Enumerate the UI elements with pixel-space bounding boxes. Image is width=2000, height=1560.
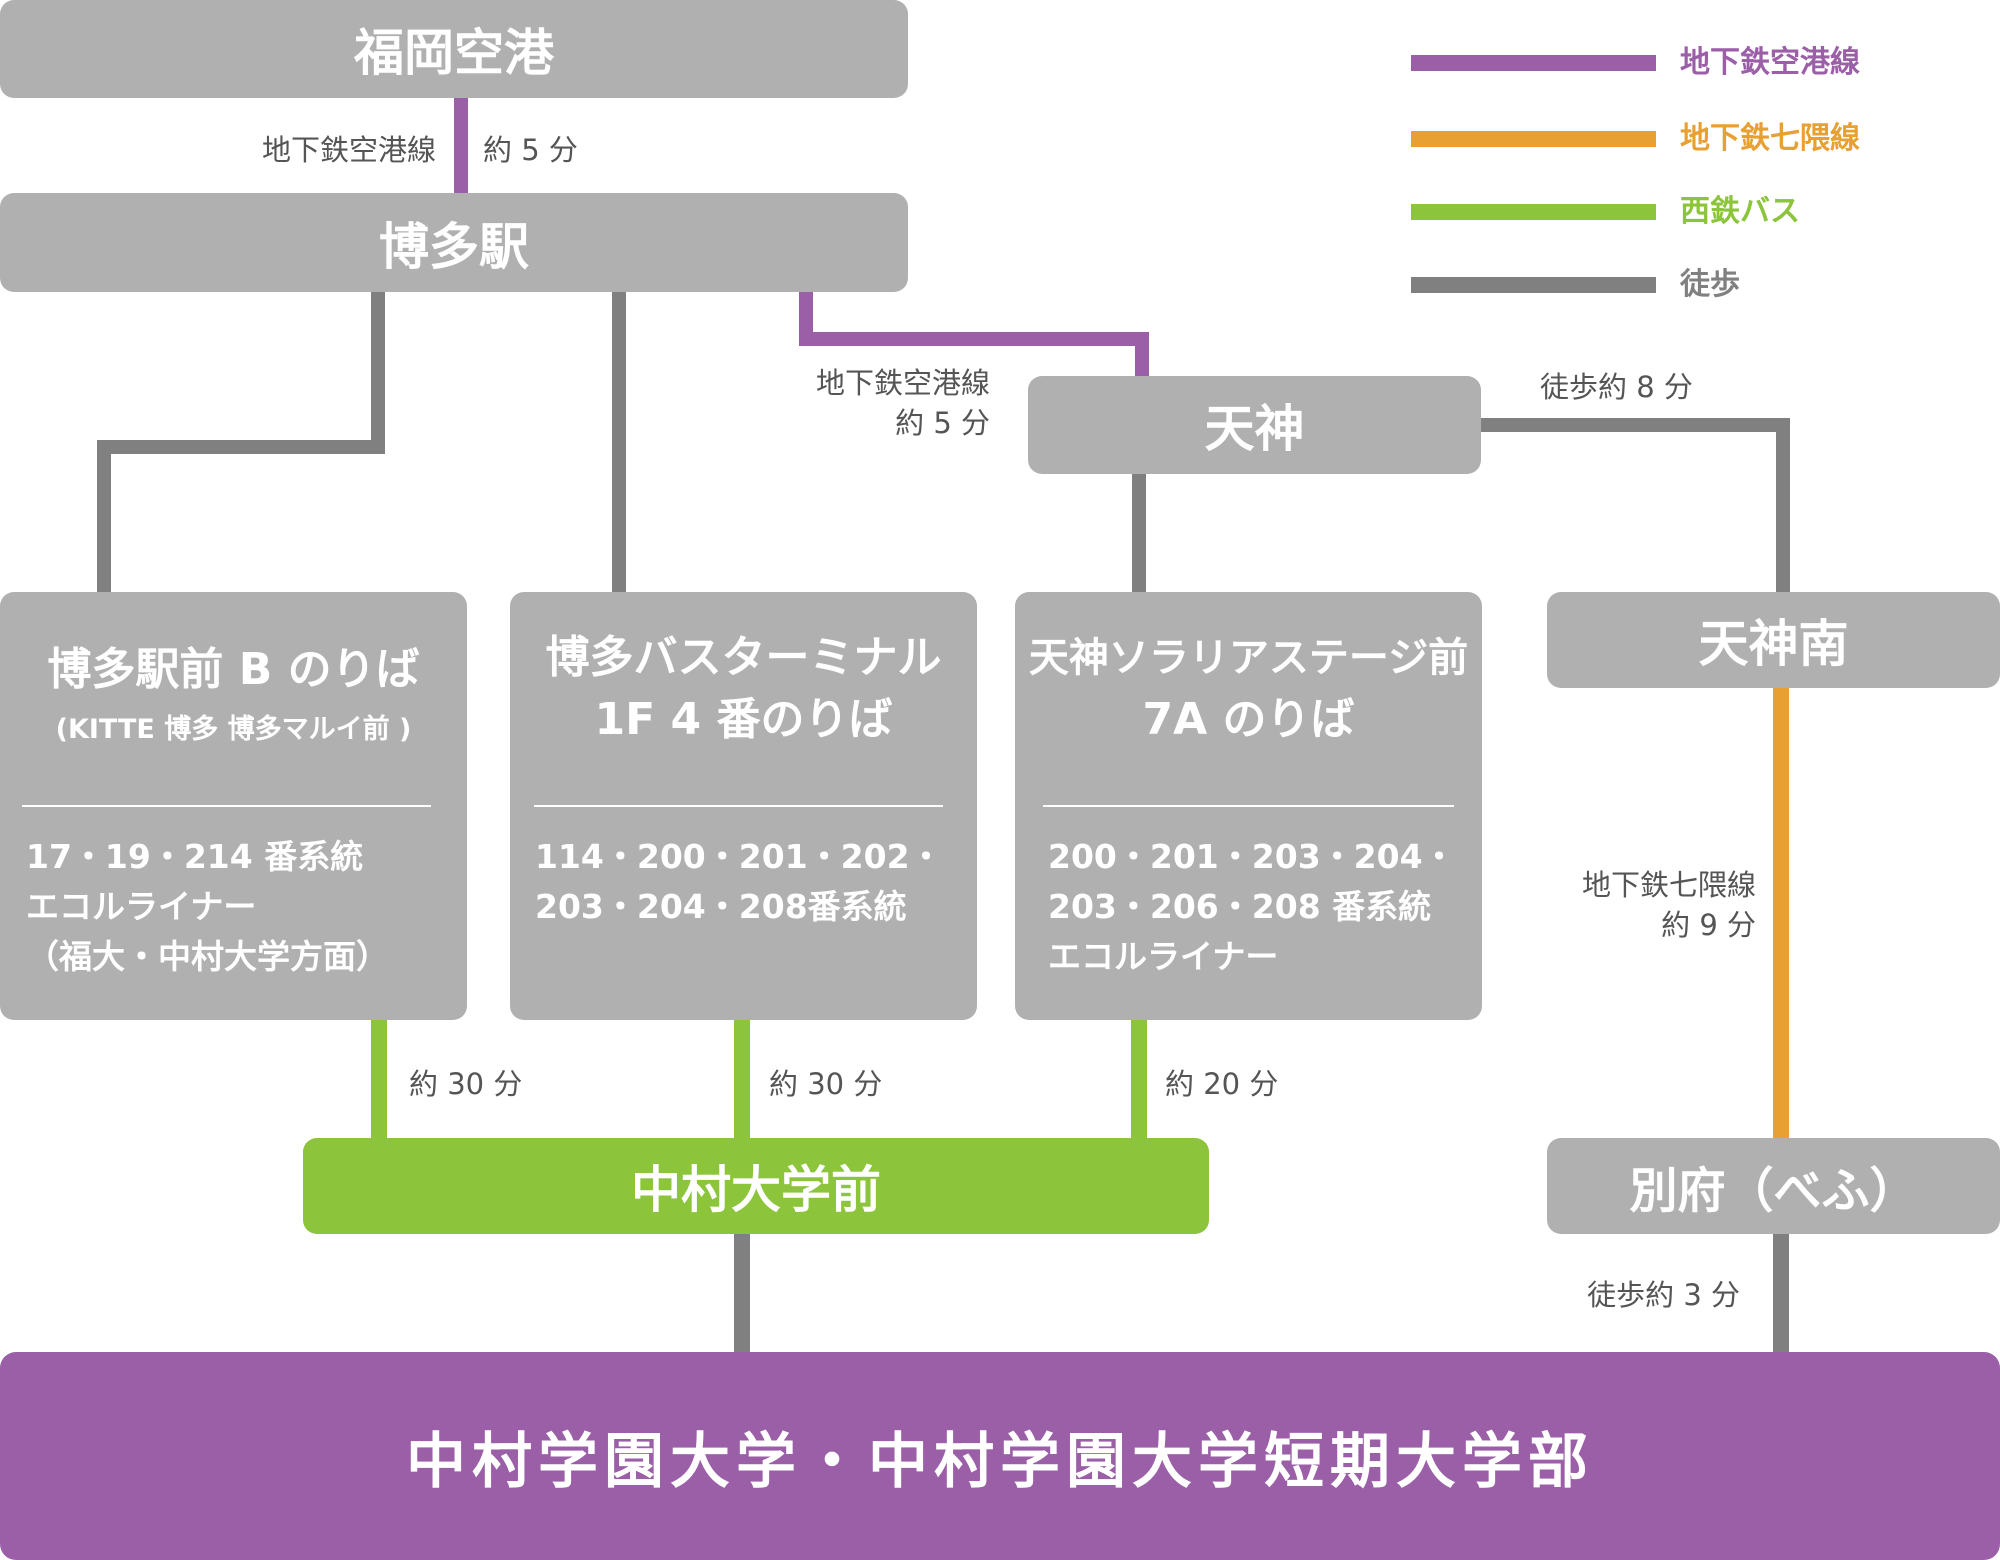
line-hakata-tenjin-h [799, 332, 1149, 346]
line-bus-3 [1131, 1020, 1147, 1138]
line-walk-nakamura [734, 1234, 750, 1352]
line-nanakuma [1773, 688, 1789, 1138]
card-subtitle: (KITTE 博多 博多マルイ前 ) [55, 714, 412, 745]
label-bus-time-2: 約 30 分 [769, 1067, 883, 1101]
legend-label: 徒歩 [1680, 267, 1740, 302]
legend-label: 地下鉄空港線 [1680, 45, 1860, 80]
route-line: 114・200・201・202・ [535, 837, 943, 876]
card-divider [534, 805, 943, 807]
node-nakamura-daigaku-mae: 中村大学前 [303, 1138, 1209, 1234]
legend-swatch [1411, 131, 1656, 147]
route-line: エコルライナー [1048, 937, 1279, 976]
label-airport-time: 約 5 分 [483, 133, 578, 167]
route-line: 203・206・208 番系統 [1048, 887, 1432, 926]
line-tenjin-minami-h [1481, 418, 1790, 432]
legend-swatch [1411, 204, 1656, 220]
line-walk-beppu [1773, 1234, 1789, 1352]
label-bus-time-1: 約 30 分 [409, 1067, 523, 1101]
card-routes: 200・201・203・204・ 203・206・208 番系統 エコルライナー [1048, 832, 1456, 982]
line-hakata-card1-v2 [97, 440, 111, 592]
label-airport-line: 地下鉄空港線 [261, 133, 436, 167]
line-bus-1 [371, 1020, 387, 1138]
card-divider [1043, 805, 1454, 807]
bus-stop-card-hakata-ekimae: 博多駅前 B のりば (KITTE 博多 博多マルイ前 ) 17・19・214 … [0, 592, 467, 1020]
card-title: 博多駅前 B のりば [47, 644, 420, 695]
line-hakata-card1-v1 [371, 292, 385, 454]
bus-stop-card-tenjin-solaria: 天神ソラリアステージ前 7A のりば 200・201・203・204・ 203・… [1015, 592, 1482, 1020]
route-line: 203・204・208番系統 [535, 887, 907, 926]
node-tenjin: 天神 [1028, 376, 1481, 474]
label-tenjin-time: 約 5 分 [895, 406, 990, 440]
line-tenjin-minami-v [1776, 418, 1790, 592]
label-tenjin-line: 地下鉄空港線 [815, 366, 990, 400]
label-nanakuma-time: 約 9 分 [1661, 908, 1756, 942]
line-bus-2 [734, 1020, 750, 1138]
legend-label: 地下鉄七隈線 [1680, 121, 1860, 156]
legend: 地下鉄空港線 地下鉄七隈線 西鉄バス 徒歩 [1410, 40, 1970, 310]
bus-stop-card-hakata-bus-terminal: 博多バスターミナル 1F 4 番のりば 114・200・201・202・ 203… [510, 592, 977, 1020]
line-airport-hakata [454, 98, 468, 193]
legend-swatch [1411, 277, 1656, 293]
node-destination: 中村学園大学・中村学園大学短期大学部 [0, 1352, 2000, 1560]
node-beppu: 別府（べふ） [1547, 1138, 2000, 1234]
line-hakata-card1-h [97, 440, 385, 454]
label-walk-tenjin-minami: 徒歩約 8 分 [1540, 370, 1693, 404]
route-line: エコルライナー [26, 887, 257, 926]
node-hakata-station: 博多駅 [0, 193, 908, 292]
label-nanakuma-line: 地下鉄七隈線 [1581, 868, 1756, 902]
card-routes: 114・200・201・202・ 203・204・208番系統 [535, 832, 943, 932]
route-line: 200・201・203・204・ [1048, 837, 1456, 876]
card-divider [22, 805, 431, 807]
legend-label: 西鉄バス [1680, 194, 1800, 229]
card-title-line2: 7A のりば [1142, 694, 1355, 745]
node-tenjin-minami: 天神南 [1547, 592, 2000, 688]
line-hakata-tenjin-v2 [1135, 332, 1149, 378]
label-bus-time-3: 約 20 分 [1165, 1067, 1279, 1101]
card-routes: 17・19・214 番系統 エコルライナー （福大・中村大学方面） [26, 832, 389, 982]
legend-swatch [1411, 55, 1656, 71]
card-title: 博多バスターミナル [545, 632, 942, 683]
node-fukuoka-airport: 福岡空港 [0, 0, 908, 98]
label-walk-beppu: 徒歩約 3 分 [1587, 1278, 1740, 1312]
card-title-line2: 1F 4 番のりば [594, 694, 893, 745]
card-title: 天神ソラリアステージ前 [1028, 635, 1469, 681]
line-hakata-card2 [612, 292, 626, 592]
route-line: 17・19・214 番系統 [26, 837, 364, 876]
route-line: （福大・中村大学方面） [26, 937, 389, 976]
line-tenjin-card3 [1132, 474, 1146, 592]
